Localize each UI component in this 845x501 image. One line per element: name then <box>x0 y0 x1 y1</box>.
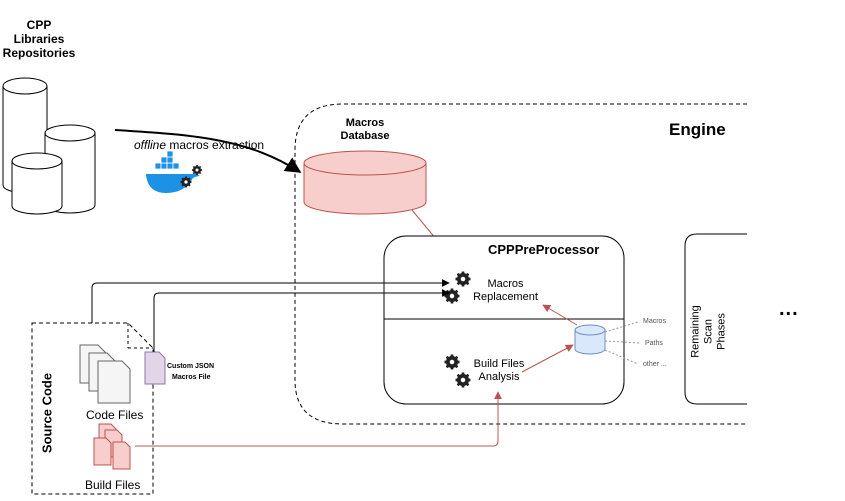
build-to-analysis-arrow <box>135 391 502 447</box>
repositories-label-line3: Repositories <box>2 46 76 60</box>
source-code-title: Source Code <box>39 372 55 454</box>
data-store-cylinder <box>574 324 606 355</box>
remaining-phases-label-line3: Phases <box>715 313 728 350</box>
engine-region <box>294 103 747 425</box>
repositories-label-line2: Libraries <box>13 32 65 46</box>
custom-json-file-icon <box>144 351 166 385</box>
docker-icon <box>146 150 200 193</box>
macros-replacement-label-line1: Macros <box>487 278 524 290</box>
extraction-arrow <box>114 129 302 173</box>
extraction-label-italic: offline <box>134 138 167 152</box>
store-item-macros: Macros <box>643 318 666 325</box>
store-item-paths: Paths <box>645 340 663 347</box>
build-files-icon <box>93 423 131 470</box>
extraction-label: offline macros extraction <box>134 138 264 152</box>
code-to-replacement-arrow <box>91 279 450 323</box>
custom-json-label-line2: Macros File <box>172 374 211 381</box>
macros-database-label-line2: Database <box>340 130 390 142</box>
custom-json-label: Custom JSON Macros File <box>167 361 214 383</box>
build-files-analysis-label-line2: Analysis <box>478 371 520 383</box>
custom-json-label-line1: Custom JSON <box>167 363 215 370</box>
macros-database-label-line1: Macros <box>345 117 385 129</box>
macros-replacement-label-line2: Replacement <box>473 291 538 303</box>
macros-database-label: Macros Database <box>320 117 410 143</box>
build-files-analysis-label: Build Files Analysis <box>463 358 535 384</box>
remaining-phases-label-line1: Remaining <box>689 305 702 358</box>
build-files-label: Build Files <box>85 478 141 492</box>
store-item-other: other ... <box>643 361 667 368</box>
extraction-label-text: macros extraction <box>169 138 265 152</box>
analysis-to-store-arrow <box>521 344 574 373</box>
code-files-label: Code Files <box>86 408 144 422</box>
source-code-region <box>31 322 154 495</box>
remaining-phases-label-line2: Scan <box>702 318 715 345</box>
repositories-cylinders <box>2 77 96 215</box>
ellipsis: ... <box>779 298 799 320</box>
store-item-links <box>604 321 641 365</box>
json-to-replacement-arrow <box>153 289 450 352</box>
preprocessor-title: CPPPreProcessor <box>488 242 600 257</box>
engine-title: Engine <box>669 120 726 139</box>
build-files-analysis-label-line1: Build Files <box>473 358 525 370</box>
repositories-label: CPP Libraries Repositories <box>0 18 78 60</box>
macros-database-cylinder <box>303 150 427 215</box>
remaining-phases-label: Remaining Scan Phases <box>690 292 729 372</box>
macros-replacement-label: Macros Replacement <box>468 278 543 304</box>
code-files-icon <box>79 344 131 404</box>
remaining-phases-box <box>684 233 747 405</box>
repositories-label-line1: CPP <box>26 18 52 32</box>
preprocessor-box <box>383 235 625 405</box>
store-to-replacement-arrow <box>542 304 578 326</box>
